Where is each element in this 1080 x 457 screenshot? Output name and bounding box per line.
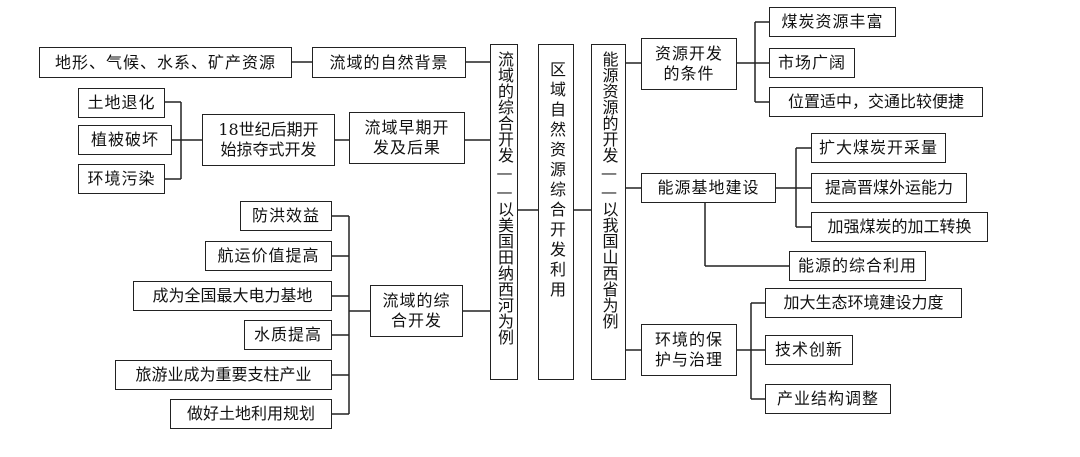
condition-item: 位置适中，交通比较便捷 bbox=[769, 87, 983, 117]
energy-base-item-label: 扩大煤炭开采量 bbox=[818, 138, 938, 157]
early-development-box: 流域早期开发及后果 bbox=[349, 112, 465, 164]
effect-item: 环境污染 bbox=[78, 164, 165, 194]
natural-factor-box: 地形、气候、水系、矿产资源 bbox=[39, 47, 292, 78]
condition-item-label: 市场广阔 bbox=[777, 53, 846, 72]
benefit-item-label: 成为全国最大电力基地 bbox=[152, 286, 313, 305]
energy-base-item: 能源的综合利用 bbox=[789, 251, 926, 281]
environment-item-label: 技术创新 bbox=[774, 340, 843, 359]
development-conditions-box: 资源开发 的条件 bbox=[641, 38, 737, 90]
benefit-item: 做好土地利用规划 bbox=[170, 399, 332, 429]
effect-item: 土地退化 bbox=[78, 88, 165, 118]
environment-item: 加大生态环境建设力度 bbox=[765, 288, 962, 318]
environment-protection-box: 环境的保 护与治理 bbox=[641, 324, 737, 376]
right-case-title-box: 能源资源的开发——以我国山西省为例 bbox=[591, 44, 626, 380]
effect-item-label: 植被破坏 bbox=[90, 130, 159, 149]
early-development-label: 流域早期开发及后果 bbox=[364, 118, 450, 157]
benefit-item: 航运价值提高 bbox=[205, 241, 332, 271]
benefit-item: 防洪效益 bbox=[240, 201, 332, 231]
environment-item-label: 产业结构调整 bbox=[776, 389, 879, 408]
benefit-item: 旅游业成为重要支柱产业 bbox=[115, 360, 332, 390]
natural-background-label: 流域的自然背景 bbox=[329, 52, 449, 72]
energy-base-item-label: 提高晋煤外运能力 bbox=[824, 178, 953, 197]
benefit-item: 成为全国最大电力基地 bbox=[133, 281, 332, 311]
condition-item: 煤炭资源丰富 bbox=[769, 7, 896, 37]
center-topic-label: 区域自然资源综合开发利用 bbox=[547, 61, 566, 301]
right-case-title: 能源资源的开发——以我国山西省为例 bbox=[599, 51, 619, 329]
effect-item-label: 环境污染 bbox=[87, 169, 156, 188]
energy-base-item-label: 能源的综合利用 bbox=[797, 256, 917, 275]
development-conditions-label: 资源开发 的条件 bbox=[654, 44, 723, 83]
environment-protection-label: 环境的保 护与治理 bbox=[654, 330, 723, 369]
condition-item-label: 煤炭资源丰富 bbox=[781, 12, 884, 31]
energy-base-box: 能源基地建设 bbox=[641, 173, 776, 203]
left-case-title-box: 流域的综合开发——以美国田纳西河为例 bbox=[490, 44, 518, 380]
benefit-item-label: 航运价值提高 bbox=[217, 246, 320, 265]
plunder-development-label: 18世纪后期开 始掠夺式开发 bbox=[218, 120, 319, 159]
benefit-item-label: 水质提高 bbox=[253, 325, 322, 344]
energy-base-item: 扩大煤炭开采量 bbox=[811, 133, 946, 163]
benefit-item-label: 旅游业成为重要支柱产业 bbox=[135, 365, 312, 384]
natural-background-box: 流域的自然背景 bbox=[312, 47, 466, 78]
plunder-development-box: 18世纪后期开 始掠夺式开发 bbox=[202, 114, 335, 166]
energy-base-item: 加强煤炭的加工转换 bbox=[811, 212, 988, 242]
environment-item: 产业结构调整 bbox=[765, 384, 891, 414]
environment-item-label: 加大生态环境建设力度 bbox=[783, 293, 944, 312]
benefit-item-label: 防洪效益 bbox=[251, 206, 320, 225]
center-topic-box: 区域自然资源综合开发利用 bbox=[538, 44, 574, 380]
condition-item: 市场广阔 bbox=[769, 48, 855, 78]
energy-base-item-label: 加强煤炭的加工转换 bbox=[827, 217, 972, 236]
condition-item-label: 位置适中，交通比较便捷 bbox=[787, 92, 964, 111]
comprehensive-development-box: 流域的综 合开发 bbox=[370, 285, 463, 337]
effect-item: 植被破坏 bbox=[78, 125, 172, 155]
benefit-item-label: 做好土地利用规划 bbox=[186, 404, 315, 423]
effect-item-label: 土地退化 bbox=[87, 93, 156, 112]
left-case-title: 流域的综合开发——以美国田纳西河为例 bbox=[495, 51, 514, 345]
energy-base-label: 能源基地建设 bbox=[657, 178, 760, 197]
comprehensive-development-label: 流域的综 合开发 bbox=[382, 291, 451, 330]
energy-base-item: 提高晋煤外运能力 bbox=[811, 173, 967, 203]
environment-item: 技术创新 bbox=[765, 335, 853, 365]
natural-factor-label: 地形、气候、水系、矿产资源 bbox=[54, 52, 276, 72]
benefit-item: 水质提高 bbox=[244, 320, 332, 350]
